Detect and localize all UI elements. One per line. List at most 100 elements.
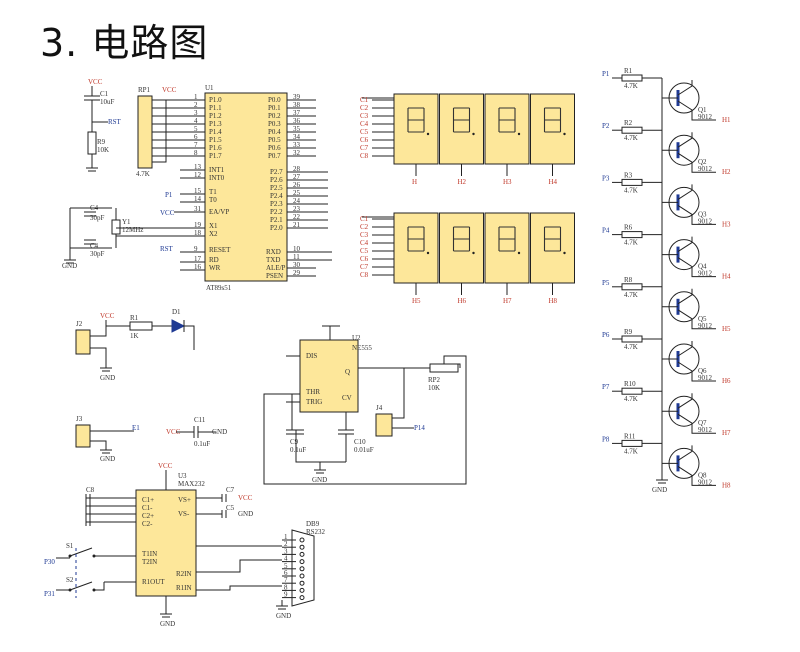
mcu-chip: U1 AT89s51 P1.0P1.1P1.2P1.3P1.4P1.5P1.6P… [180,84,332,292]
transistor-part: 9012 [698,322,713,330]
driver-output-label: H5 [722,325,731,333]
rs232-ref: U3 [178,472,187,480]
mcu-left-pin: EA/VP [209,208,229,216]
driver-net-label: P7 [602,383,610,391]
driver-res-ref: R3 [624,171,633,179]
net-label-vcc-ea: VCC [160,209,175,217]
rs232-part: MAX232 [178,480,205,488]
vcc-label-led: VCC [100,312,115,320]
driver-resistor [621,231,643,239]
mcu-left-pin: P1.4 [209,128,222,136]
driver-resistor [621,126,643,134]
j3-ref: J3 [76,415,83,423]
driver-net-label: P3 [602,174,610,182]
mcu-left-pin: INT1 [209,166,225,174]
timer-circuit: U2 NE555 DIS THR TRIG Q CV C9 0.1uF C10 … [263,325,467,485]
mcu-left-pin: P1.5 [209,136,222,144]
page-title: 3. 电路图 [40,21,209,65]
reset-res-ref: R9 [97,138,106,146]
crystal-cap2-value: 30pF [90,250,105,258]
display-pin-label: C5 [360,128,369,136]
driver-net-label: P1 [602,70,610,78]
mcu-right-pin: ALE/P [266,264,286,272]
mcu-right-pin: P0.7 [268,152,281,160]
reset-net-label: RST [108,118,122,126]
seven-seg-glyph [452,226,471,252]
mcu-right-pin: TXD [266,256,280,264]
mcu-left-pins: P1.0P1.1P1.2P1.3P1.4P1.5P1.6P1.7INT1INT0… [194,93,231,272]
gnd-label-j3cap: GND [212,428,227,436]
mcu-pin-number: 13 [194,163,202,171]
led-conn-ref: J2 [76,320,83,328]
transistor-leads [662,184,716,225]
mcu-right-pin: PSEN [266,272,283,280]
mcu-right-pin: P2.1 [270,216,283,224]
mcu-part: AT89s51 [206,284,232,292]
mcu-pin-number: 14 [194,195,202,203]
display-pin-label: C1 [360,96,369,104]
driver-res-ref: R11 [624,432,636,440]
mcu-left-pin: RESET [209,246,231,254]
mcu-pin-number: 11 [293,253,300,261]
driver-res-value: 4.7K [624,395,638,403]
mcu-left-pin: RD [209,256,219,264]
transistor-ref: Q2 [698,158,707,166]
db9-pin [299,551,305,557]
seven-seg-digit [439,93,484,165]
timer-pin-dis: DIS [306,352,317,360]
seven-seg-glyph [407,107,425,133]
crystal-value: 12MHz [122,226,143,234]
db9-pin [299,573,305,579]
driver-net-label: P4 [602,227,610,235]
display-pin-label: C2 [360,223,369,231]
mcu-pin-number: 5 [194,125,198,133]
driver-res-ref: R8 [624,276,633,284]
gnd-label-c5: GND [238,510,253,518]
db9-pin-number: 6 [284,569,288,577]
mcu-right-pin: P0.3 [268,120,281,128]
mcu-left-pin: X2 [209,230,218,238]
driver-net-label: P2 [602,122,610,130]
max-cap-c5: C5 [226,504,235,512]
mcu-pin-number: 10 [293,245,301,253]
display-pin-label: C7 [360,144,369,152]
crystal-circuit: GND C4 30pF C4 30pF Y1 12MHz [62,204,205,270]
mcu-right-pin: P0.5 [268,136,281,144]
seven-seg-glyph [407,226,425,252]
mcu-pin-number: 38 [293,101,301,109]
digit-common-label: H5 [412,297,421,305]
transistor-part: 9012 [698,270,713,278]
driver-res-ref: R2 [624,119,633,127]
crystal-cap1-ref: C4 [90,204,99,212]
gnd-label-led: GND [100,374,115,382]
mcu-pin-number: 12 [194,171,202,179]
mcu-pin-number: 6 [194,133,198,141]
transistor-leads [662,445,716,486]
timer-out-conn: J4 [376,404,383,412]
mcu-right-pin: P0.1 [268,104,281,112]
mcu-left-pin: INT0 [209,174,225,182]
mcu-left-pin: T1 [209,188,217,196]
db9-pin-number: 4 [284,555,288,563]
reset-cap-value: 10uF [100,98,115,106]
mcu-right-pin: P2.5 [270,184,283,192]
seven-seg-glyph [498,107,516,133]
gnd-label-max: GND [160,620,175,628]
digit-common-label: H2 [458,178,467,186]
driver-net-label: P8 [602,435,610,443]
timer-cap1-value: 0.1uF [290,446,306,454]
digit-common-label: H6 [458,297,467,305]
driver-res-value: 4.7K [624,447,638,455]
transistor-ref: Q4 [698,263,707,271]
driver-output-label: H3 [722,220,731,228]
vcc-label-j3cap: VCC [166,428,181,436]
mcu-pin-number: 23 [293,205,301,213]
display-pin-label: C2 [360,104,369,112]
mcu-right-pin: RXD [266,248,281,256]
timer-ref: U2 [352,334,361,342]
mcu-right-pins: P0.0P0.1P0.2P0.3P0.4P0.5P0.6P0.7P2.7P2.6… [266,93,301,280]
mcu-pin-number: 26 [293,181,301,189]
